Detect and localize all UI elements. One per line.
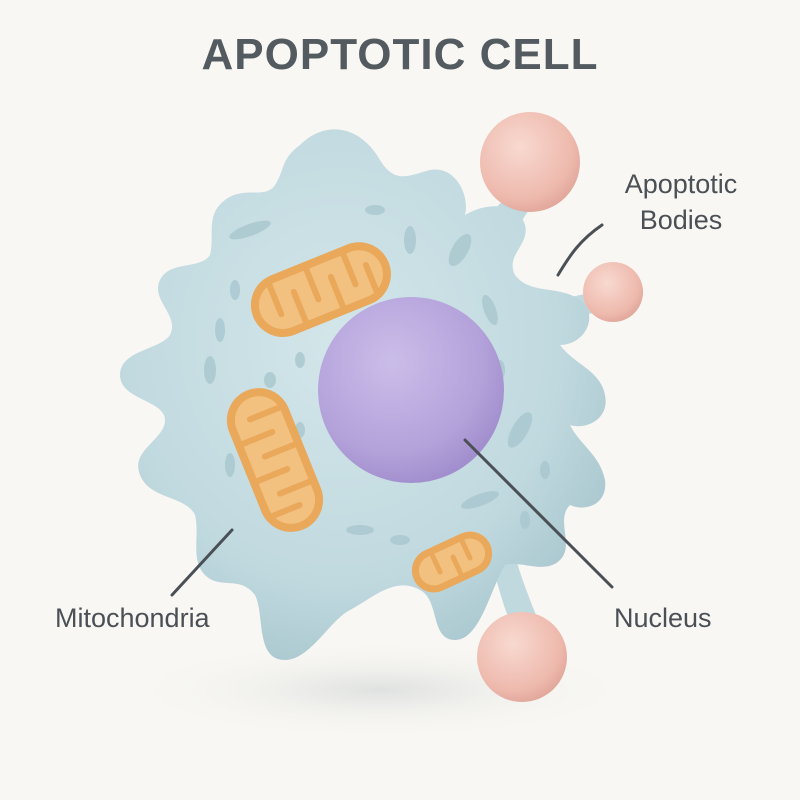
cytoplasm-vesicles (204, 205, 550, 545)
apoptotic-bodies-label-line2: Bodies (639, 205, 723, 235)
apoptotic-body-top (480, 112, 580, 212)
nucleus-label: Nucleus (614, 603, 712, 633)
apoptotic-bodies-leader-line (556, 223, 604, 277)
nucleus (318, 297, 504, 483)
mitochondrion-top (250, 242, 391, 337)
mitochondria-label: Mitochondria (55, 603, 210, 633)
apoptotic-bodies-label-line1: Apoptotic (624, 169, 738, 199)
apoptotic-bodies-label: Apoptotic Bodies (606, 166, 756, 238)
mitochondrion-small (411, 531, 493, 593)
mitochondrion-left (226, 388, 324, 532)
apoptotic-body-middle (583, 262, 643, 322)
mitochondria-leader-line (170, 528, 234, 597)
diagram-title: APOPTOTIC CELL (201, 30, 599, 79)
nucleus-leader-line (463, 438, 614, 589)
apoptotic-body-bottom (477, 612, 567, 702)
